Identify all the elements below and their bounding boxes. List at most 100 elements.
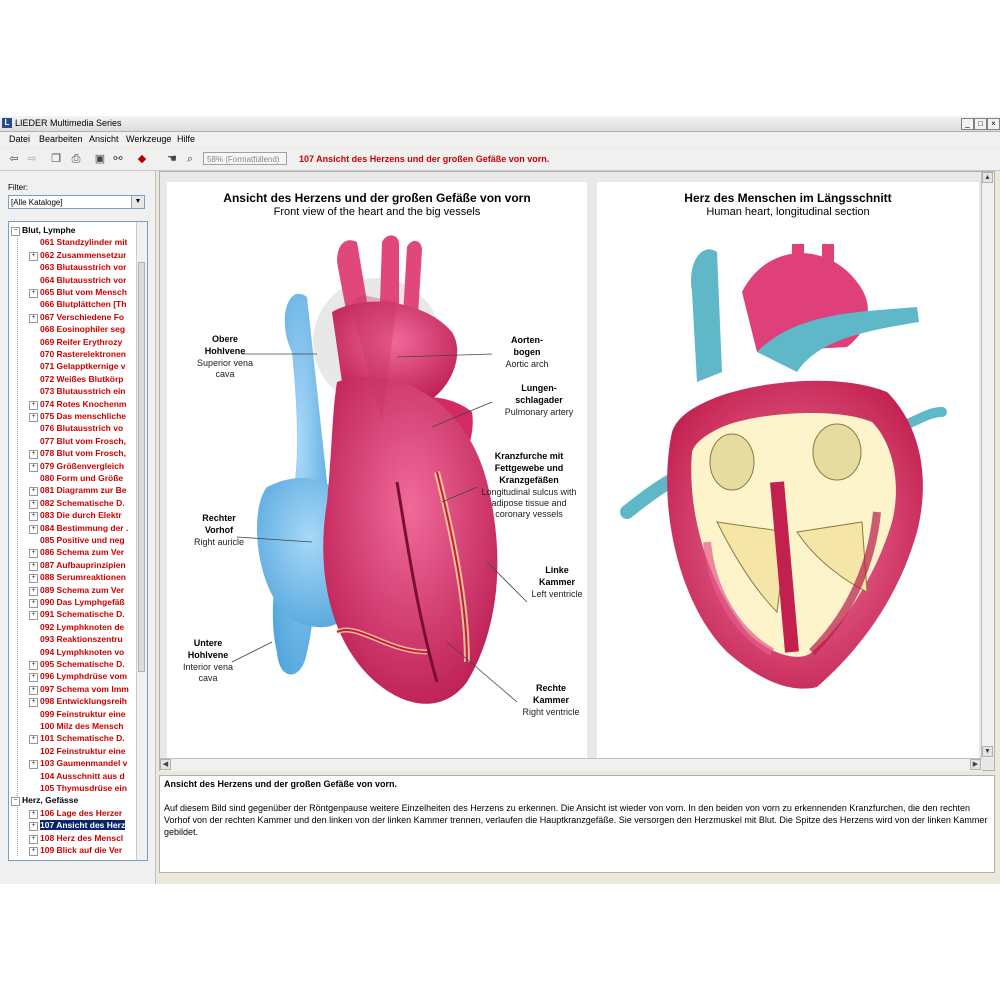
scroll-down-icon[interactable]: ▼ <box>982 746 993 757</box>
tree-item[interactable]: 070 Rasterelektronen <box>29 348 126 360</box>
tree-item[interactable]: +089 Schema zum Ver <box>29 584 124 596</box>
expand-icon[interactable]: + <box>29 685 38 695</box>
tree-item[interactable]: +079 Größenvergleich <box>29 460 124 472</box>
tree-item[interactable]: 092 Lymphknoten de <box>29 621 124 633</box>
expand-icon[interactable]: + <box>29 524 38 534</box>
tree-item[interactable]: 077 Blut vom Frosch, <box>29 435 126 447</box>
tree-item[interactable]: +091 Schematische D. <box>29 608 125 621</box>
menu-hilfe[interactable]: Hilfe <box>177 134 196 144</box>
expand-icon[interactable]: + <box>29 487 38 497</box>
expand-icon[interactable]: + <box>29 561 38 571</box>
tree-item[interactable]: 102 Feinstruktur eine <box>29 745 126 757</box>
tree-item[interactable]: 064 Blutausstrich vor <box>29 274 126 286</box>
expand-icon[interactable]: + <box>29 289 38 298</box>
print-icon[interactable]: ⎙ <box>71 153 81 165</box>
expand-icon[interactable]: + <box>29 735 38 745</box>
tree-item[interactable]: +075 Das menschliche <box>29 410 126 422</box>
tree-item[interactable]: +098 Entwicklungsreih <box>29 695 127 708</box>
tree-item[interactable]: +097 Schema vom Imm <box>29 683 129 695</box>
content-vertical-scrollbar[interactable]: ▲ ▼ <box>981 172 994 758</box>
tree-item[interactable]: 094 Lymphknoten vo <box>29 646 124 658</box>
scroll-up-icon[interactable]: ▲ <box>982 172 993 183</box>
binoculars-icon[interactable]: ⚯ <box>113 153 123 165</box>
tree-item[interactable]: 104 Ausschnitt aus d <box>29 770 125 782</box>
expand-icon[interactable]: + <box>29 499 38 509</box>
tree-item[interactable]: 068 Eosinophiler seg <box>29 323 125 335</box>
expand-icon[interactable]: + <box>29 847 38 856</box>
expand-icon[interactable]: + <box>29 450 38 460</box>
expand-icon[interactable]: + <box>29 809 38 819</box>
tree-item[interactable]: +074 Rotes Knochenm <box>29 398 126 410</box>
scroll-left-icon[interactable]: ◀ <box>160 759 171 770</box>
menu-ansicht[interactable]: Ansicht <box>89 134 119 144</box>
tree-item[interactable]: 093 Reaktionszentru <box>29 633 123 645</box>
tree-item[interactable]: 061 Standzylinder mit <box>29 236 127 248</box>
tree-item[interactable]: 066 Blutplättchen [Th <box>29 298 126 310</box>
content-horizontal-scrollbar[interactable]: ◀ ▶ <box>160 758 982 771</box>
tree-item[interactable]: +096 Lymphdrüse vom <box>29 670 127 683</box>
menu-datei[interactable]: Datei <box>9 134 31 144</box>
tree-item[interactable]: 072 Weißes Blutkörp <box>29 373 123 385</box>
minimize-button[interactable]: _ <box>961 118 974 130</box>
tree-item[interactable]: +078 Blut vom Frosch, <box>29 447 126 460</box>
tree-item[interactable]: 069 Reifer Erythrozy <box>29 336 122 348</box>
tree-item[interactable]: +101 Schematische D. <box>29 732 125 745</box>
tree-item[interactable]: +106 Lage des Herzer <box>29 807 122 819</box>
tree-scrollbar[interactable] <box>136 222 147 860</box>
tree-item[interactable]: +090 Das Lymphgefäß <box>29 596 125 608</box>
tree-item[interactable]: +082 Schematische D. <box>29 497 125 509</box>
chevron-down-icon[interactable]: ▼ <box>131 196 144 208</box>
tree-item[interactable]: 105 Thymusdrüse ein <box>29 782 127 794</box>
expand-icon[interactable]: + <box>29 512 38 522</box>
expand-icon[interactable]: + <box>29 599 38 608</box>
tree-item[interactable]: 080 Form und Größe <box>29 472 123 484</box>
tree-category[interactable]: −Blut, Lymphe <box>11 224 76 236</box>
back-arrow-icon[interactable]: ⇦ <box>9 153 19 165</box>
maximize-button[interactable]: □ <box>974 118 987 130</box>
tree-item[interactable]: +067 Verschiedene Fo <box>29 311 124 323</box>
tree-item[interactable]: +081 Diagramm zur Be <box>29 484 126 497</box>
tree-item[interactable]: 085 Positive und neg <box>29 534 125 546</box>
expand-icon[interactable]: + <box>29 611 38 621</box>
copy-icon[interactable]: ❐ <box>51 153 61 165</box>
tree-category[interactable]: −Herz, Gefässe <box>11 794 78 807</box>
menu-werkzeuge[interactable]: Werkzeuge <box>126 134 172 144</box>
expand-icon[interactable]: + <box>29 574 38 584</box>
fullscreen-icon[interactable]: ▣ <box>94 153 106 165</box>
tree-item[interactable]: 071 Gelapptkernige v <box>29 360 126 372</box>
tree-item[interactable]: +083 Die durch Elektr <box>29 509 122 522</box>
expand-icon[interactable]: + <box>29 661 38 670</box>
close-button[interactable]: × <box>987 118 1000 130</box>
book-icon[interactable]: ◆ <box>137 153 147 165</box>
menu-bearbeiten[interactable]: Bearbeiten <box>39 134 83 144</box>
filter-select[interactable]: [Alle Kataloge] ▼ <box>8 195 145 209</box>
tree-item[interactable]: +062 Zusammensetzur <box>29 249 126 261</box>
tree-item[interactable]: 099 Feinstruktur eine <box>29 708 126 720</box>
expand-icon[interactable]: + <box>29 822 38 832</box>
tree-scroll-thumb[interactable] <box>138 262 145 672</box>
tree-item[interactable]: +065 Blut vom Mensch <box>29 286 127 298</box>
expand-icon[interactable]: + <box>29 413 38 422</box>
expand-icon[interactable]: + <box>29 251 38 261</box>
tree-item[interactable]: 076 Blutausstrich vo <box>29 422 123 434</box>
magnifier-icon[interactable]: ⌕ <box>186 153 194 165</box>
tree-item[interactable]: +087 Aufbauprinzipien <box>29 559 126 571</box>
expand-icon[interactable]: + <box>29 586 38 596</box>
scroll-right-icon[interactable]: ▶ <box>970 759 981 770</box>
expand-icon[interactable]: + <box>29 313 38 323</box>
tree-item[interactable]: +108 Herz des Menscl <box>29 832 123 844</box>
tree-item[interactable]: 100 Milz des Mensch <box>29 720 124 732</box>
tree-item[interactable]: 063 Blutausstrich vor <box>29 261 126 273</box>
expand-icon[interactable]: + <box>29 549 38 559</box>
tree-item[interactable]: +103 Gaumenmandel v <box>29 757 127 770</box>
tree-item[interactable]: +109 Blick auf die Ver <box>29 844 122 856</box>
tree-item-selected[interactable]: +107 Ansicht des Herz <box>29 819 126 832</box>
tree-item[interactable]: +086 Schema zum Ver <box>29 546 124 559</box>
hand-icon[interactable]: ☚ <box>167 153 177 165</box>
expand-icon[interactable]: + <box>29 400 38 410</box>
expand-icon[interactable]: + <box>29 698 38 708</box>
zoom-select[interactable]: 58% (Formatfüllend) <box>203 152 287 165</box>
collapse-icon[interactable]: − <box>11 797 20 807</box>
tree-item[interactable]: +088 Serumreaktionen <box>29 571 126 584</box>
